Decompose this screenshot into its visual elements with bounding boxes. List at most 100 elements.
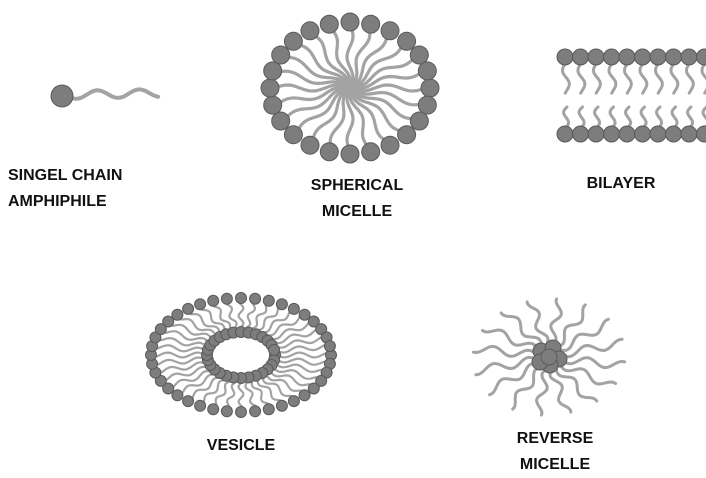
vesicle-label: VESICLE	[186, 433, 296, 459]
head-group	[221, 406, 232, 417]
head-group	[276, 400, 287, 411]
head-group	[604, 49, 620, 65]
head-group	[557, 126, 573, 142]
bilayer-figure	[557, 49, 706, 142]
head-group	[195, 299, 206, 310]
label-line: MICELLE	[500, 452, 610, 478]
head-group	[320, 15, 338, 33]
tail-chain	[702, 64, 706, 93]
head-group	[236, 293, 247, 304]
head-group	[208, 404, 219, 415]
head-group	[264, 62, 282, 80]
head-group	[51, 85, 73, 107]
tail-chain	[277, 359, 325, 365]
label-line: AMPHIPHILE	[8, 189, 148, 215]
label-line: VESICLE	[186, 433, 296, 459]
head-group	[263, 404, 274, 415]
spherical-micelle-label: SPHERICAL MICELLE	[295, 173, 419, 225]
head-group	[573, 49, 589, 65]
tail-chain	[158, 345, 206, 351]
single-chain-amphiphile-figure	[51, 85, 158, 107]
head-group	[697, 126, 706, 142]
head-group	[299, 309, 310, 320]
tail-chain	[563, 64, 570, 93]
head-group	[341, 13, 359, 31]
head-group	[681, 126, 697, 142]
head-group	[381, 136, 399, 154]
tail-chain	[257, 308, 278, 330]
head-group	[697, 49, 706, 65]
head-group	[362, 15, 380, 33]
head-group	[236, 407, 247, 418]
tail-chain	[578, 64, 585, 93]
label-line: BILAYER	[576, 171, 666, 197]
head-group	[308, 383, 319, 394]
reverse-micelle-label: REVERSE MICELLE	[500, 426, 610, 478]
head-group	[619, 126, 635, 142]
head-group	[573, 126, 589, 142]
tail-chain	[239, 303, 244, 327]
tail-chain	[537, 369, 548, 415]
head-group	[269, 344, 280, 355]
vesicle-core	[214, 338, 268, 372]
bilayer-label: BILAYER	[576, 171, 666, 197]
head-group	[172, 390, 183, 401]
head-group	[635, 49, 651, 65]
tail-chain	[561, 358, 625, 368]
tail-chain	[656, 64, 663, 93]
head-group	[299, 390, 310, 401]
head-group	[398, 126, 416, 144]
head-group	[288, 303, 299, 314]
head-group	[410, 112, 428, 130]
head-group	[588, 126, 604, 142]
head-group	[381, 22, 399, 40]
head-group	[320, 143, 338, 161]
head-group	[301, 136, 319, 154]
tail-chain	[687, 64, 694, 93]
label-line: MICELLE	[295, 199, 419, 225]
tail-chain	[671, 64, 678, 93]
tail-chain	[609, 64, 616, 93]
head-group	[604, 126, 620, 142]
tail-chain	[473, 346, 537, 356]
tail-chain	[625, 64, 632, 93]
tail-chain	[66, 89, 158, 98]
head-group	[418, 96, 436, 114]
label-line: SPHERICAL	[295, 173, 419, 199]
head-group	[195, 400, 206, 411]
head-group	[250, 293, 261, 304]
tail-chain	[227, 383, 235, 407]
head-group	[284, 32, 302, 50]
vesicle-figure	[146, 293, 337, 418]
tail-chain	[640, 64, 647, 93]
head-group	[341, 145, 359, 163]
tail-chain	[227, 304, 237, 327]
head-group	[301, 22, 319, 40]
head-group	[362, 143, 380, 161]
head-group	[276, 299, 287, 310]
head-group	[410, 46, 428, 64]
head-group	[588, 49, 604, 65]
head-group	[272, 112, 290, 130]
tail-chain	[204, 380, 225, 402]
head-group	[250, 406, 261, 417]
head-group	[172, 309, 183, 320]
head-group	[261, 79, 279, 97]
head-group	[183, 396, 194, 407]
head-group	[681, 49, 697, 65]
head-group	[324, 341, 335, 352]
head-group	[557, 49, 573, 65]
head-group	[284, 126, 302, 144]
head-group	[398, 32, 416, 50]
tail-chain	[594, 64, 601, 93]
tail-chain	[247, 303, 255, 327]
label-line: SINGEL CHAIN	[8, 163, 148, 189]
head-group	[272, 46, 290, 64]
head-group	[421, 79, 439, 97]
spherical-micelle-figure	[261, 13, 439, 163]
tail-chain	[551, 299, 562, 345]
tail-chain	[245, 383, 255, 406]
head-group	[635, 126, 651, 142]
tail-chain	[239, 383, 244, 407]
